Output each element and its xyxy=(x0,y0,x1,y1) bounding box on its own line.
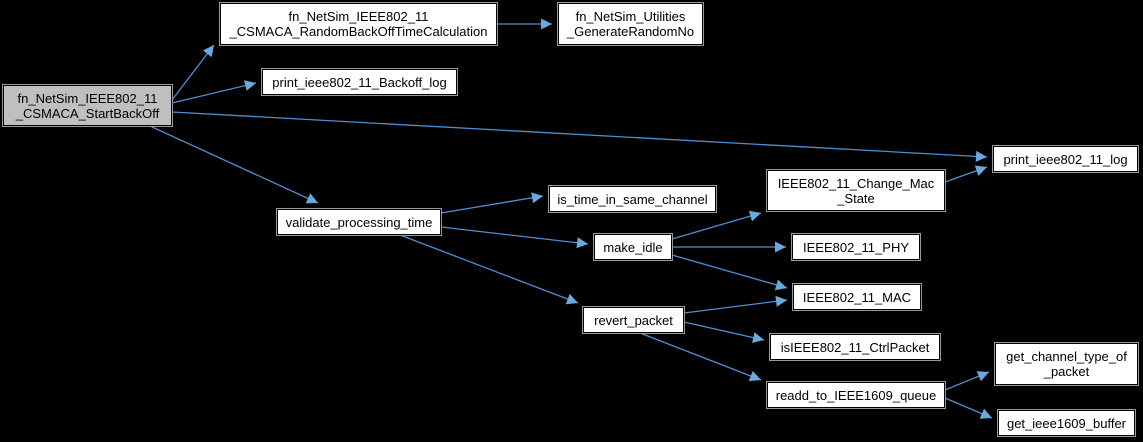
arrowhead-validateTime-to-sameChannel xyxy=(531,192,543,204)
graph-node-readdQueue[interactable]: readd_to_IEEE1609_queue xyxy=(766,381,946,409)
arrowhead-root-to-validateTime xyxy=(305,193,318,204)
graph-node-printLog[interactable]: print_ieee802_11_log xyxy=(992,145,1139,173)
arrowhead-root-to-randomBackoff xyxy=(202,45,214,58)
edge-validateTime-to-sameChannel xyxy=(440,195,544,214)
graph-node-backoffLog[interactable]: print_ieee802_11_Backoff_log xyxy=(261,68,458,96)
edge-root-to-backoffLog xyxy=(171,82,257,104)
edge-makeIdle-to-mac xyxy=(671,254,788,289)
graph-node-mac[interactable]: IEEE802_11_MAC xyxy=(792,283,922,311)
arrowhead-validateTime-to-makeIdle xyxy=(576,237,588,249)
arrowhead-makeIdle-to-changeMacState xyxy=(748,210,761,222)
edge-revertPacket-to-readdQueue xyxy=(639,332,762,381)
arrowhead-root-to-printLog xyxy=(975,150,987,162)
graph-node-changeMacState[interactable]: IEEE802_11_Change_Mac _State xyxy=(766,169,946,212)
arrowhead-readdQueue-to-channelType xyxy=(976,371,989,382)
arrowhead-revertPacket-to-readdQueue xyxy=(748,370,761,382)
graph-node-ieee1609Buffer[interactable]: get_ieee1609_buffer xyxy=(997,409,1136,437)
arrowhead-makeIdle-to-mac xyxy=(774,279,787,291)
edge-root-to-validateTime xyxy=(149,125,319,204)
graph-node-ctrlPacket[interactable]: isIEEE802_11_CtrlPacket xyxy=(769,333,941,361)
edge-makeIdle-to-changeMacState xyxy=(671,212,762,240)
edge-root-to-randomBackoff xyxy=(171,44,215,101)
arrowhead-revertPacket-to-ctrlPacket xyxy=(752,332,764,343)
arrowhead-validateTime-to-revertPacket xyxy=(565,293,578,305)
edge-validateTime-to-makeIdle xyxy=(440,226,589,245)
graph-node-generateRandom[interactable]: fn_NetSim_Utilities _GenerateRandomNo xyxy=(557,2,704,46)
arrowhead-root-to-backoffLog xyxy=(244,80,256,91)
edge-root-to-printLog xyxy=(171,111,988,158)
edge-revertPacket-to-ctrlPacket xyxy=(683,321,765,341)
graph-node-sameChannel[interactable]: is_time_in_same_channel xyxy=(548,185,717,213)
graph-node-root[interactable]: fn_NetSim_IEEE802_11 _CSMACA_StartBackOf… xyxy=(2,84,173,127)
graph-node-phy[interactable]: IEEE802_11_PHY xyxy=(791,233,921,261)
arrowhead-changeMacState-to-printLog xyxy=(974,165,987,176)
edge-validateTime-to-revertPacket xyxy=(399,234,579,304)
graph-node-validateTime[interactable]: validate_processing_time xyxy=(276,208,442,236)
arrowhead-readdQueue-to-ieee1609Buffer xyxy=(979,408,992,419)
arrowhead-randomBackoff-to-generateRandom xyxy=(541,18,552,30)
edge-revertPacket-to-mac xyxy=(683,299,788,314)
graph-node-channelType[interactable]: get_channel_type_of _packet xyxy=(994,342,1139,386)
arrowhead-makeIdle-to-phy xyxy=(775,241,786,253)
graph-node-makeIdle[interactable]: make_idle xyxy=(593,233,673,261)
graph-node-randomBackoff[interactable]: fn_NetSim_IEEE802_11 _CSMACA_RandomBackO… xyxy=(219,2,498,46)
arrowhead-revertPacket-to-mac xyxy=(775,295,787,307)
graph-node-revertPacket[interactable]: revert_packet xyxy=(582,306,685,334)
